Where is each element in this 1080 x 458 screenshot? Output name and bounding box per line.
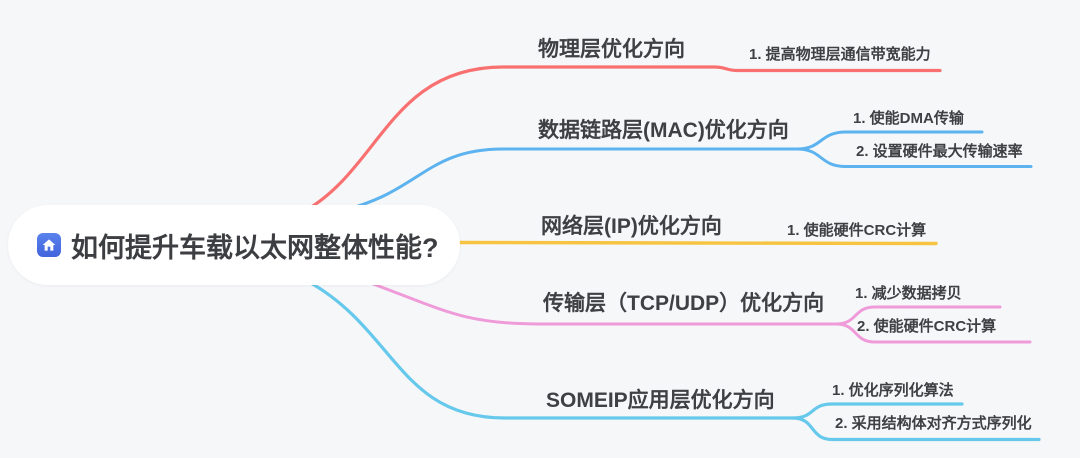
child-node-optimize-serialization[interactable]: 1. 优化序列化算法: [832, 382, 954, 399]
child-node-set-max-rate[interactable]: 2. 设置硬件最大传输速率: [856, 143, 1023, 160]
home-icon: [37, 233, 61, 257]
child-node-increase-phy-bandwidth[interactable]: 1. 提高物理层通信带宽能力: [749, 46, 931, 63]
branch-node-network-layer[interactable]: 网络层(IP)优化方向: [541, 215, 722, 238]
branch-node-transport-layer[interactable]: 传输层（TCP/UDP）优化方向: [543, 292, 825, 315]
child-node-struct-aligned-serialization[interactable]: 2. 采用结构体对齐方式序列化: [835, 415, 1032, 432]
child-node-enable-hw-crc-tcp[interactable]: 2. 使能硬件CRC计算: [857, 318, 997, 335]
branch-3-line: [456, 240, 938, 246]
root-node-label: 如何提升车载以太网整体性能?: [71, 232, 439, 263]
branch-node-data-link-layer[interactable]: 数据链路层(MAC)优化方向: [538, 119, 789, 142]
branch-node-someip-app-layer[interactable]: SOMEIP应用层优化方向: [546, 389, 775, 412]
child-node-enable-dma[interactable]: 1. 使能DMA传输: [853, 110, 964, 127]
child-node-enable-hw-crc-ip[interactable]: 1. 使能硬件CRC计算: [787, 222, 927, 239]
child-node-reduce-data-copy[interactable]: 1. 减少数据拷贝: [855, 285, 962, 302]
root-node[interactable]: 如何提升车载以太网整体性能?: [8, 205, 460, 285]
branch-node-physical-layer[interactable]: 物理层优化方向: [538, 38, 685, 61]
